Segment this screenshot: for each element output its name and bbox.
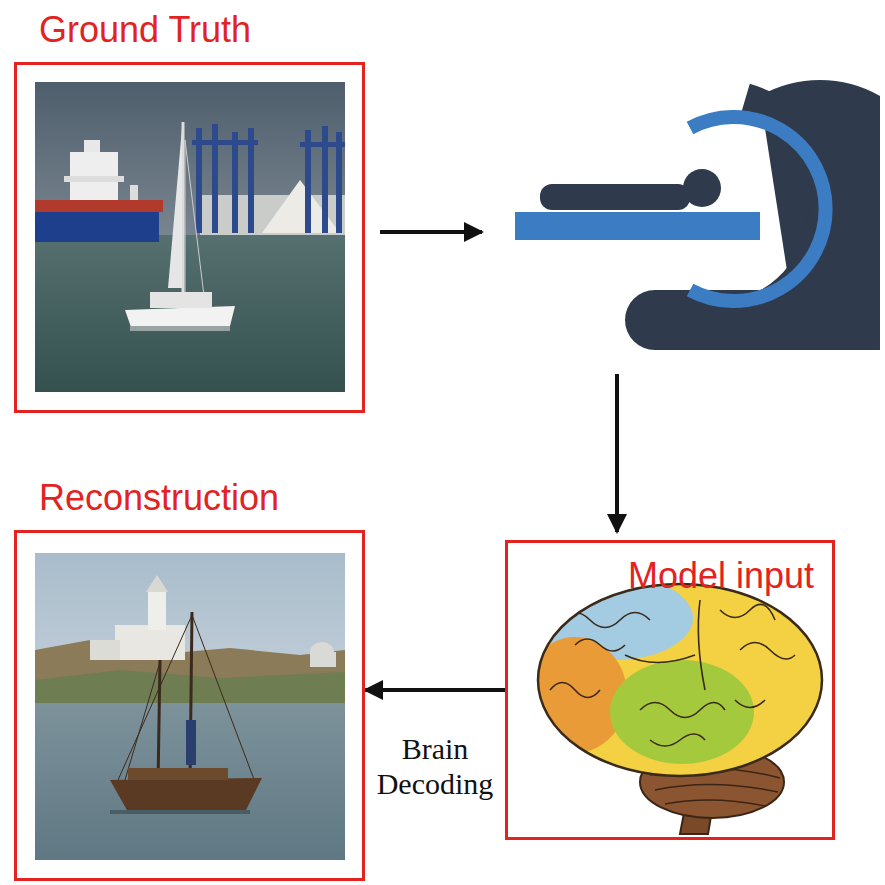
brain-illustration [523, 576, 822, 834]
reconstruction-box: Reconstruction [14, 530, 365, 881]
ground-truth-box: Ground Truth [14, 62, 365, 413]
ground-truth-photo [35, 82, 345, 392]
box-heading: Model input [628, 555, 814, 597]
connector-arrow [365, 688, 505, 692]
edge-label: Brain Decoding [370, 730, 500, 803]
model-input-box: Model input [505, 540, 835, 840]
box-heading: Reconstruction [39, 477, 279, 519]
flow-arrow [380, 232, 617, 532]
box-heading: Ground Truth [39, 9, 251, 51]
reconstruction-photo [35, 553, 345, 860]
mri-scanner [515, 80, 880, 350]
